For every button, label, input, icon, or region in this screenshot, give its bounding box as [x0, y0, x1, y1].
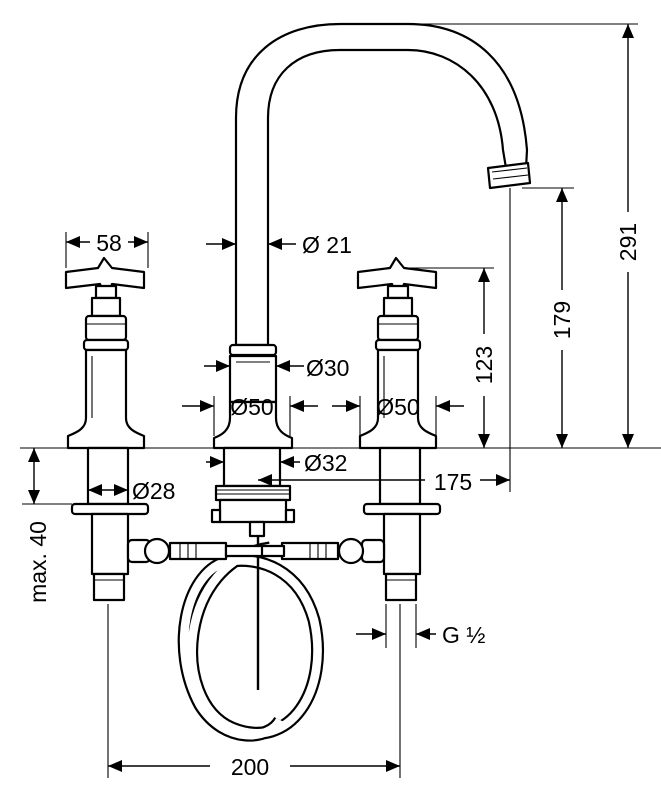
dim-shank-diameter: Ø32 [304, 450, 347, 476]
right-connector-pipe [260, 537, 386, 565]
dim-connection-thread: G ½ [442, 622, 485, 648]
left-valve [64, 256, 150, 602]
dim-collar-diameter: Ø30 [306, 355, 349, 381]
dim-valve-shank-diameter: Ø28 [132, 478, 175, 504]
spout [234, 22, 532, 347]
left-connector-pipe [126, 537, 268, 565]
dim-spout-outlet-height: 179 [549, 301, 575, 339]
dim-total-height: 291 [615, 223, 641, 261]
dim-valve-spacing: 200 [231, 754, 269, 780]
dim-spout-reach: 175 [434, 469, 472, 495]
dim-max-deck-thickness: max. 40 [25, 521, 51, 603]
dim-spout-diameter: Ø 21 [302, 232, 352, 258]
dim-valve-height: 123 [471, 346, 497, 384]
dim-left-base-diameter: Ø50 [230, 394, 273, 420]
center-spout-body [210, 343, 296, 538]
dim-right-base-diameter: Ø50 [376, 394, 419, 420]
dimension-arrowheads [28, 24, 634, 772]
dim-handle-width: 58 [96, 230, 122, 256]
